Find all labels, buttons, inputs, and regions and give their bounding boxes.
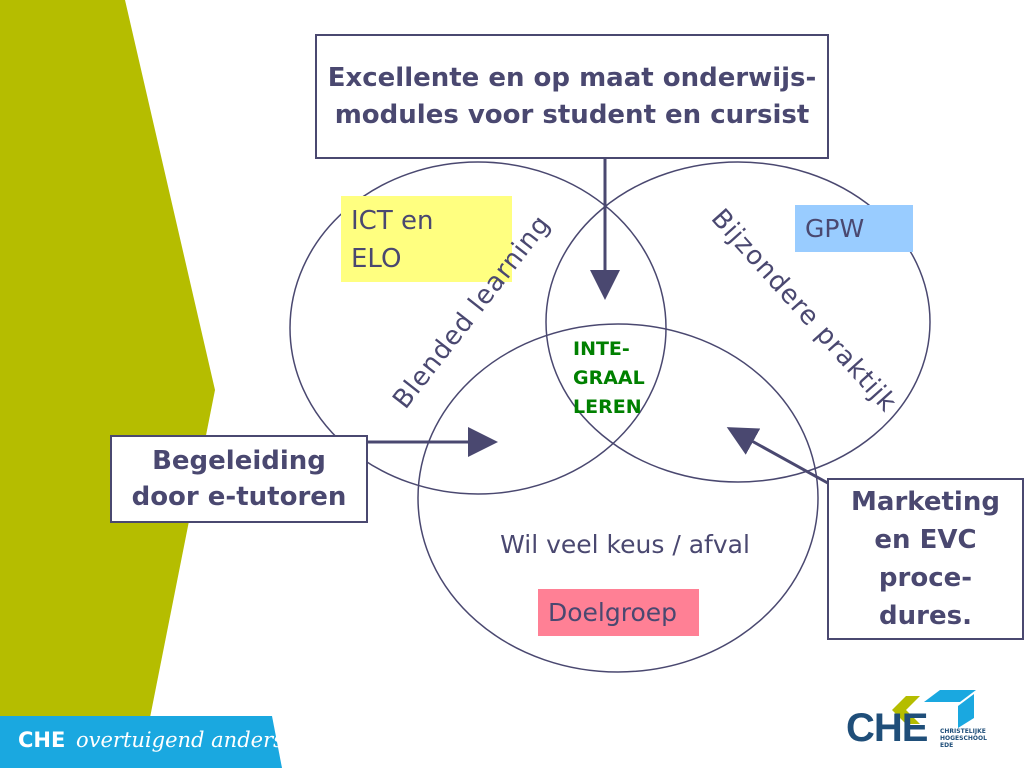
box-begeleiding-text: Begeleiding door e-tutoren — [131, 446, 347, 512]
footer-brand: CHE — [18, 728, 66, 752]
logo-letters: CHE — [846, 706, 928, 750]
logo-line1: CHRISTELIJKE — [940, 728, 986, 735]
tag-ict-elo: ICT en ELO — [341, 196, 512, 282]
label-wil-veel-keus: Wil veel keus / afval — [500, 530, 750, 559]
tag-gpw: GPW — [795, 205, 913, 252]
footer-slogan: overtuigend anders — [76, 728, 284, 752]
circle-bijzondere-praktijk — [545, 161, 931, 483]
tag-doelgroep-text: Doelgroep — [548, 598, 678, 627]
circle-blended-learning — [289, 161, 667, 495]
blue-footer-bar — [0, 716, 282, 768]
tag-gpw-text: GPW — [805, 214, 865, 243]
box-marketing-evc: Marketing en EVC proce-dures. — [827, 478, 1024, 640]
label-integraal-leren: INTE-GRAAL LEREN — [573, 338, 645, 418]
tag-ict-elo-text: ICT en ELO — [351, 206, 434, 274]
box-marketing-evc-text: Marketing en EVC proce-dures. — [851, 487, 1000, 631]
box-begeleiding: Begeleiding door e-tutoren — [110, 435, 368, 523]
circle-doelgroep — [417, 323, 819, 673]
che-logo: CHE CHRISTELIJKE HOGESCHOOL EDE — [846, 688, 987, 754]
logo-line2: HOGESCHOOL — [940, 735, 987, 742]
box-excellente-modules: Excellente en op maat onderwijs-modules … — [315, 34, 829, 159]
logo-line3: EDE — [940, 742, 954, 749]
tag-doelgroep: Doelgroep — [538, 589, 699, 636]
box-excellente-modules-text: Excellente en op maat onderwijs-modules … — [327, 62, 817, 130]
green-chevron-shape — [0, 0, 215, 768]
arrow-right-to-center — [726, 427, 836, 489]
logo-chevrons-icon — [892, 690, 976, 728]
